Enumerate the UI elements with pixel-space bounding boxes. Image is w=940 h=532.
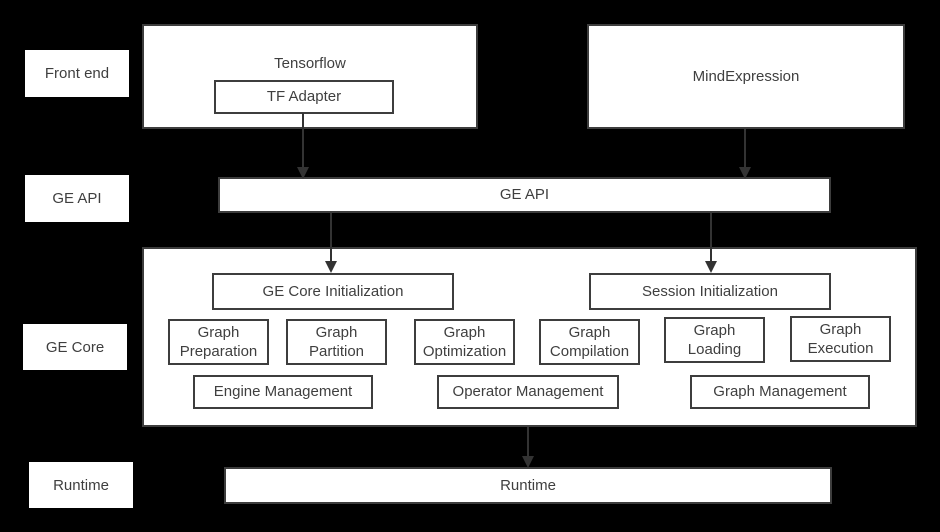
management-box-operator-management: Operator Management [437,375,619,409]
layer-label-ge-api: GE API [25,175,129,222]
module-box-graph-loading: Graph Loading [664,317,765,363]
arrow-ge-core-to-runtime [522,427,534,468]
tensorflow-box: Tensorflow TF Adapter [142,24,478,129]
arrow-ge-api-to-ge-core-initialization [325,213,337,273]
module-box-graph-execution: Graph Execution [790,316,891,362]
tensorflow-title: Tensorflow [274,55,346,72]
module-box-graph-preparation: Graph Preparation [168,319,269,365]
ge-core-initialization-box: GE Core Initialization [212,273,454,310]
runtime-bar: Runtime [224,467,832,504]
module-box-graph-compilation: Graph Compilation [539,319,640,365]
management-box-engine-management: Engine Management [193,375,373,409]
ge-core-container: GE Core Initialization Session Initializ… [142,247,917,427]
arrow-mindexpression-to-ge-api [739,129,751,179]
module-box-graph-optimization: Graph Optimization [414,319,515,365]
layer-label-ge-core: GE Core [23,324,127,370]
arrow-ge-api-to-session-initialization [705,213,717,273]
mindexpression-box: MindExpression [587,24,905,129]
ge-api-bar: GE API [218,177,831,213]
tf-adapter-box: TF Adapter [214,80,394,114]
session-initialization-box: Session Initialization [589,273,831,310]
arrow-tf-adapter-to-ge-api [297,113,309,179]
management-box-graph-management: Graph Management [690,375,870,409]
module-box-graph-partition: Graph Partition [286,319,387,365]
layer-label-front-end: Front end [25,50,129,97]
layer-label-runtime: Runtime [29,462,133,508]
